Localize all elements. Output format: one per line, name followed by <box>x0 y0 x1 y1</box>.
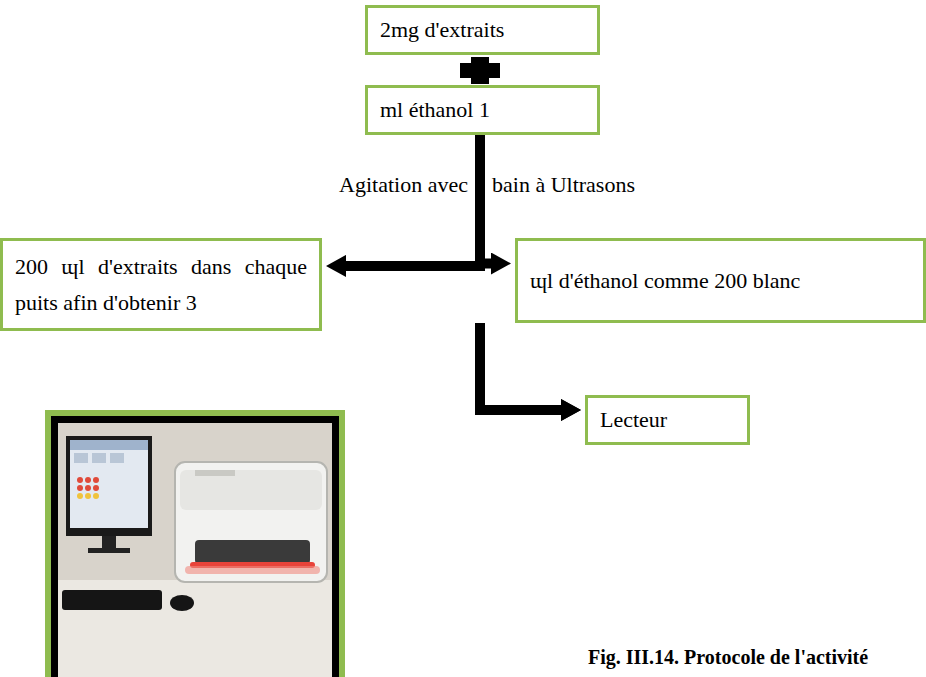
flow-arrow <box>480 331 561 410</box>
reader-photo <box>45 410 345 677</box>
plus-symbol <box>460 57 500 84</box>
step-label: bain à Ultrasons <box>492 172 752 198</box>
process-box: ml éthanol 1 <box>365 85 600 135</box>
box-text: 2mg d'extraits <box>380 16 585 44</box>
process-box: 200 ɰl d'extraits dans chaque puits afin… <box>0 238 322 331</box>
box-text: ɰl d'éthanol comme 200 blanc <box>530 263 815 298</box>
process-box: 2mg d'extraits <box>365 5 600 55</box>
box-text: ml éthanol 1 <box>380 96 585 124</box>
figure-caption: Fig. III.14. Protocole de l'activité <box>588 646 868 669</box>
process-box: Lecteur <box>585 395 750 445</box>
step-label: Agitation avec <box>200 172 468 198</box>
box-text: 200 ɰl d'extraits dans chaque puits afin… <box>15 249 307 319</box>
box-text: Lecteur <box>600 406 735 434</box>
flow-arrow <box>346 135 480 266</box>
process-box: ɰl d'éthanol comme 200 blanc <box>515 238 926 323</box>
flow-arrow <box>480 135 491 264</box>
flow-arrow <box>480 323 561 410</box>
